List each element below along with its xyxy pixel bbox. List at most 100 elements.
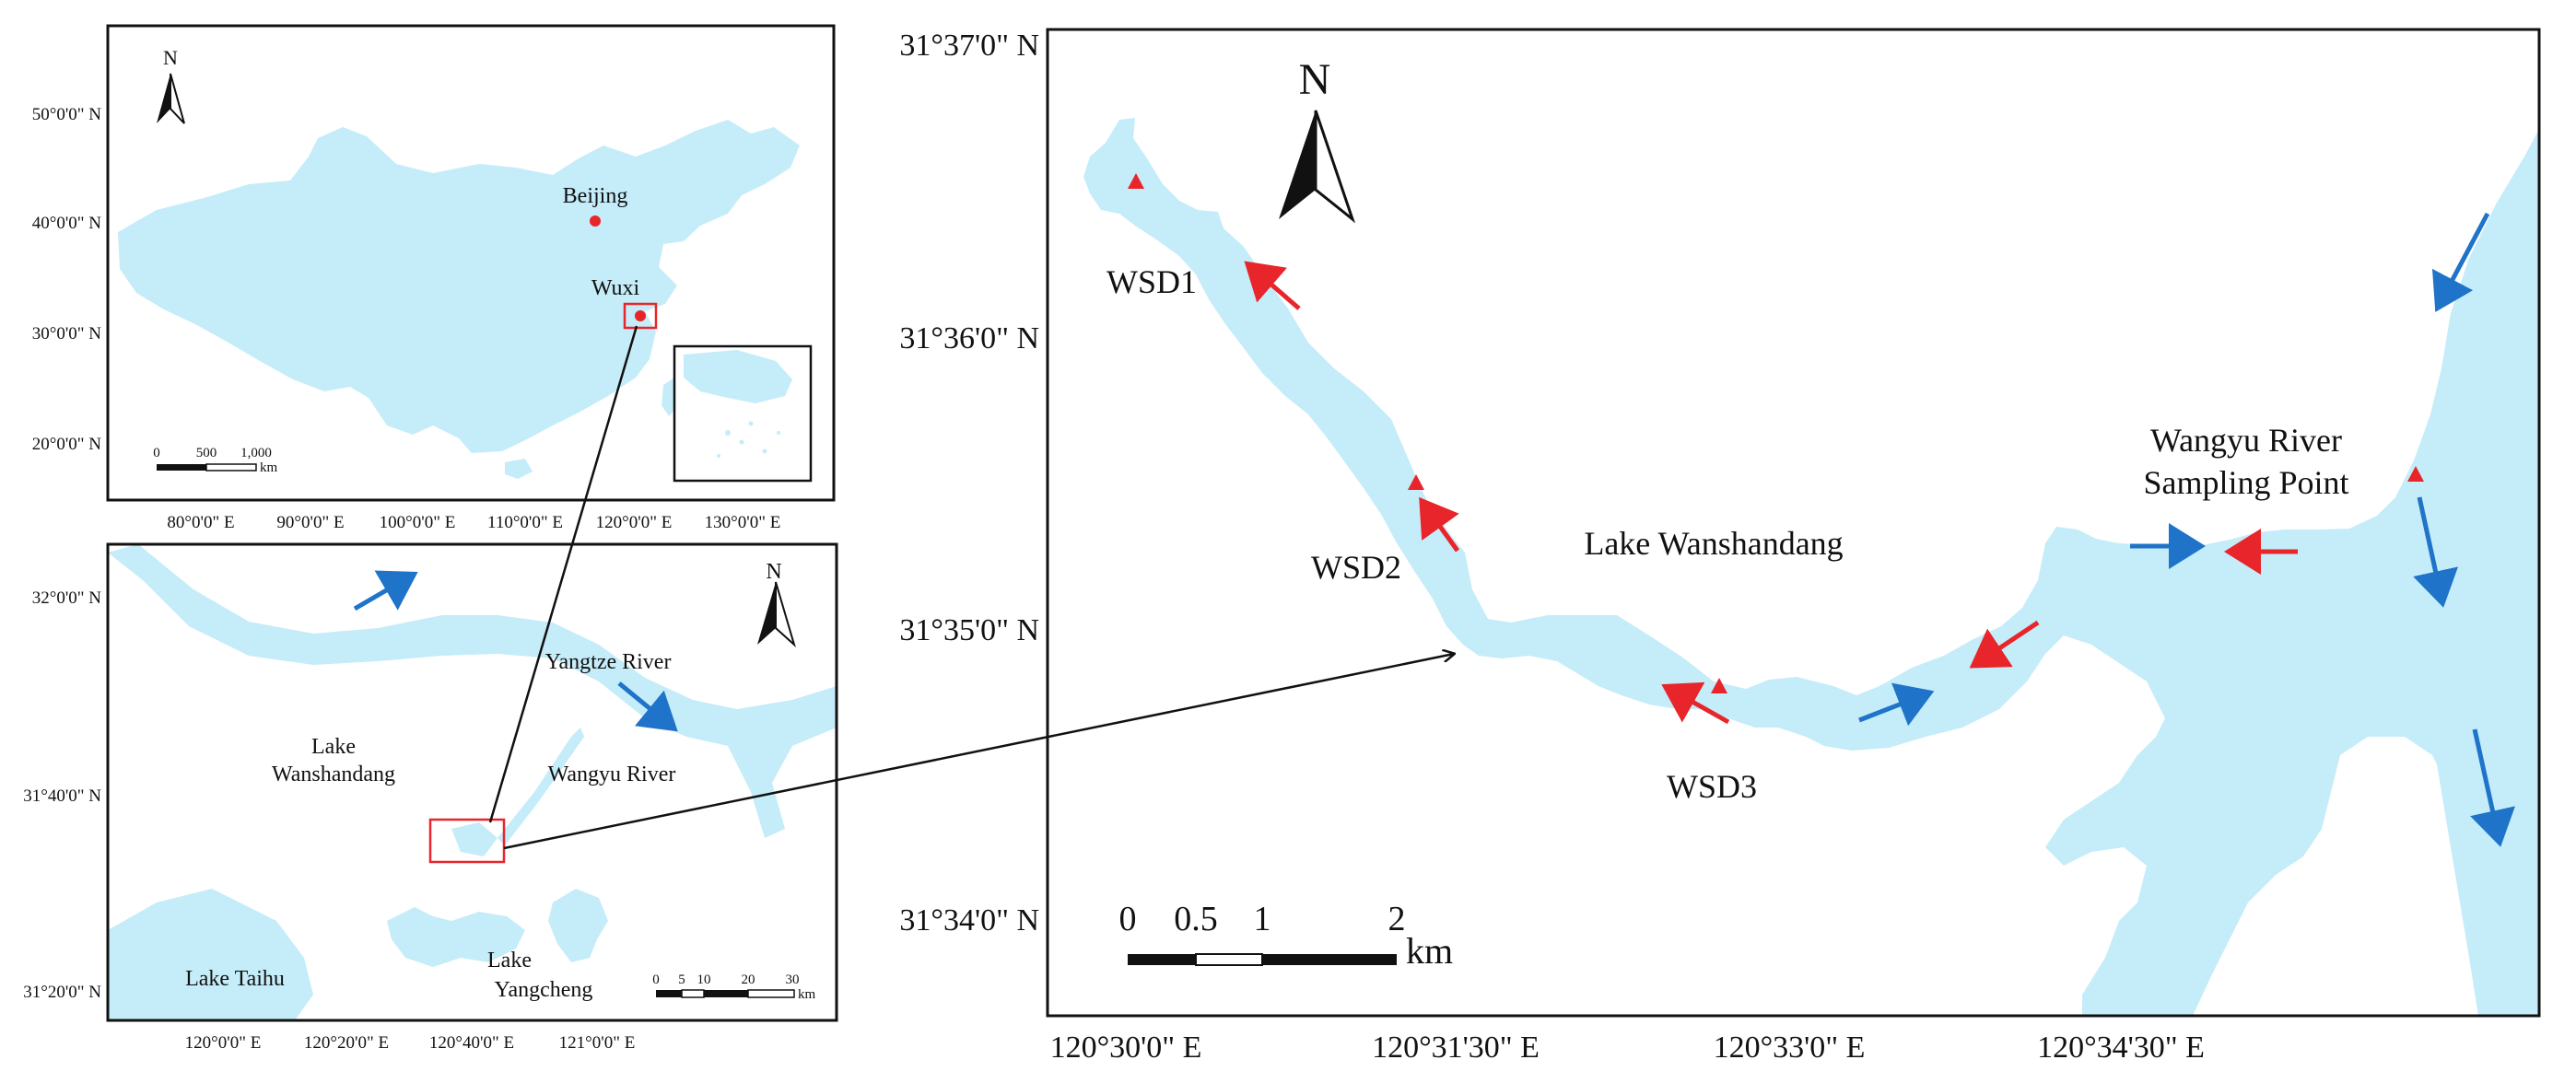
lake-wanshandang-water xyxy=(1083,118,2539,1016)
detail-scale-unit: km xyxy=(1406,930,1453,972)
beijing-marker xyxy=(590,215,601,227)
china-lat-tick-50: 50°0'0" N xyxy=(32,105,102,124)
detail-lon-tick-12033: 120°33'0" E xyxy=(1714,1031,1866,1065)
lake-wanshandang-label-1: Lake xyxy=(311,735,356,759)
detail-scale-05: 0.5 xyxy=(1174,900,1218,938)
taihu-label: Lake Taihu xyxy=(185,967,285,991)
yangtze-flow-arrow-1 xyxy=(353,570,418,611)
china-lon-tick-90: 90°0'0" E xyxy=(276,513,344,532)
china-lon-tick-80: 80°0'0" E xyxy=(167,513,234,532)
site-wsd3-marker xyxy=(1711,678,1727,693)
yangtze-flow-arrow-2 xyxy=(617,681,678,732)
china-lon-tick-100: 100°0'0" E xyxy=(380,513,456,532)
detail-lon-tick-1203430: 120°34'30" E xyxy=(2037,1031,2205,1065)
north-label-1: N xyxy=(163,46,178,69)
north-arrow-small-2: N xyxy=(757,560,796,648)
site-wangyu-marker xyxy=(2407,466,2424,482)
yangtze-label: Yangtze River xyxy=(545,650,672,674)
north-arrow-small-1: N xyxy=(157,46,185,124)
regional-scale-5: 5 xyxy=(678,972,685,987)
site-wsd2-label: WSD2 xyxy=(1311,549,1401,586)
hainan-island xyxy=(505,459,533,479)
detail-lon-tick-12030: 120°30'0" E xyxy=(1050,1031,1202,1065)
inset-coastline xyxy=(684,350,792,403)
site-wangyu-label-1: Wangyu River xyxy=(2150,422,2342,459)
blue-flow-arrow-4 xyxy=(2413,496,2459,608)
north-label-3: N xyxy=(1299,55,1331,104)
detail-lon-tick-1203130: 120°31'30" E xyxy=(1372,1031,1540,1065)
lake-wanshandang-label-2: Wanshandang xyxy=(272,763,395,786)
site-wsd2-marker xyxy=(1408,474,1424,490)
detail-map-frame xyxy=(1046,28,2541,1018)
regional-lon-tick-120: 120°0'0" E xyxy=(185,1033,262,1053)
blue-flow-arrow-5 xyxy=(2470,728,2515,847)
red-flow-arrow-2 xyxy=(1419,496,1460,553)
china-lon-tick-130: 130°0'0" E xyxy=(705,513,781,532)
blue-flow-arrow-1 xyxy=(1858,682,1935,727)
regional-lon-tick-121: 121°0'0" E xyxy=(559,1033,636,1053)
north-label-2: N xyxy=(766,560,781,584)
wuxi-marker xyxy=(635,310,646,321)
china-lat-tick-20: 20°0'0" N xyxy=(32,435,102,454)
wanshandang-sliver xyxy=(451,822,498,856)
china-scale-500: 500 xyxy=(196,446,217,460)
china-lat-tick-40: 40°0'0" N xyxy=(32,214,102,233)
china-lon-tick-110: 110°0'0" E xyxy=(487,513,563,532)
wuxi-highlight-box xyxy=(623,302,658,330)
yangcheng-label-2: Yangcheng xyxy=(495,978,593,1002)
detail-lat-tick-3134: 31°34'0" N xyxy=(899,903,1039,937)
china-map-frame xyxy=(106,24,836,502)
site-wsd1-marker xyxy=(1128,173,1144,189)
lake-taihu xyxy=(108,889,313,1020)
china-lon-tick-120: 120°0'0" E xyxy=(596,513,673,532)
connector-china-to-regional xyxy=(488,325,638,823)
detail-scale-bar: 0 0.5 1 2 km xyxy=(1119,900,1454,972)
china-landmass xyxy=(118,120,800,453)
wangyu-label: Wangyu River xyxy=(548,763,676,786)
blue-flow-arrow-3 xyxy=(2431,212,2490,312)
site-wsd3-label: WSD3 xyxy=(1667,768,1757,805)
beijing-label: Beijing xyxy=(563,184,628,208)
china-map-panel: N 50°0'0" N 40°0'0" N 30°0'0" N 20°0'0" … xyxy=(32,24,836,532)
yangtze-river xyxy=(108,544,837,838)
china-lat-tick-30: 30°0'0" N xyxy=(32,324,102,344)
regional-scale-bar: 0 5 10 20 30 km xyxy=(652,972,815,1002)
regional-lon-tick-12020: 120°20'0" E xyxy=(304,1033,389,1053)
detail-lat-tick-3135: 31°35'0" N xyxy=(899,613,1039,647)
china-scale-bar: 0 500 1,000 km xyxy=(153,446,277,475)
wangyu-river-channel xyxy=(2386,516,2515,1016)
china-scale-1000: 1,000 xyxy=(240,446,272,460)
regional-map-frame xyxy=(106,542,838,1022)
detail-lat-tick-3136: 31°36'0" N xyxy=(899,321,1039,355)
detail-map-panel: N 31°37'0" N 31°36'0" N 31°35'0" N 31°34… xyxy=(899,28,2541,1065)
regional-scale-10: 10 xyxy=(697,972,711,987)
wuxi-label: Wuxi xyxy=(591,276,640,300)
north-arrow-large: N xyxy=(1279,55,1356,224)
red-flow-arrow-1 xyxy=(1244,261,1301,310)
connector-regional-to-detail xyxy=(503,654,1454,850)
regional-lat-tick-3140: 31°40'0" N xyxy=(23,786,101,806)
china-scale-unit: km xyxy=(260,460,278,475)
study-area-box xyxy=(428,818,506,864)
regional-scale-0: 0 xyxy=(652,972,660,987)
regional-scale-unit: km xyxy=(798,987,816,1002)
inset-islands xyxy=(717,421,780,458)
regional-map-panel: N Yangtze River Lake Wanshandang Wangyu … xyxy=(23,542,838,1053)
china-scale-0: 0 xyxy=(153,446,160,460)
detail-scale-0: 0 xyxy=(1119,900,1137,938)
red-flow-arrow-4 xyxy=(1969,620,2040,669)
detail-scale-1: 1 xyxy=(1254,900,1271,938)
regional-lat-tick-32: 32°0'0" N xyxy=(32,588,102,608)
red-flow-arrow-3 xyxy=(1661,681,1730,725)
regional-scale-20: 20 xyxy=(742,972,755,987)
regional-lat-tick-3120: 31°20'0" N xyxy=(23,983,101,1002)
lake-wanshandang-label: Lake Wanshandang xyxy=(1584,525,1843,562)
lake-yangcheng xyxy=(548,889,608,962)
detail-scale-2: 2 xyxy=(1388,900,1406,938)
detail-lat-tick-3137: 31°37'0" N xyxy=(899,29,1039,63)
site-wangyu-label-2: Sampling Point xyxy=(2143,464,2348,501)
regional-scale-30: 30 xyxy=(786,972,800,987)
small-lakes xyxy=(387,907,525,967)
regional-lon-tick-12040: 120°40'0" E xyxy=(429,1033,514,1053)
